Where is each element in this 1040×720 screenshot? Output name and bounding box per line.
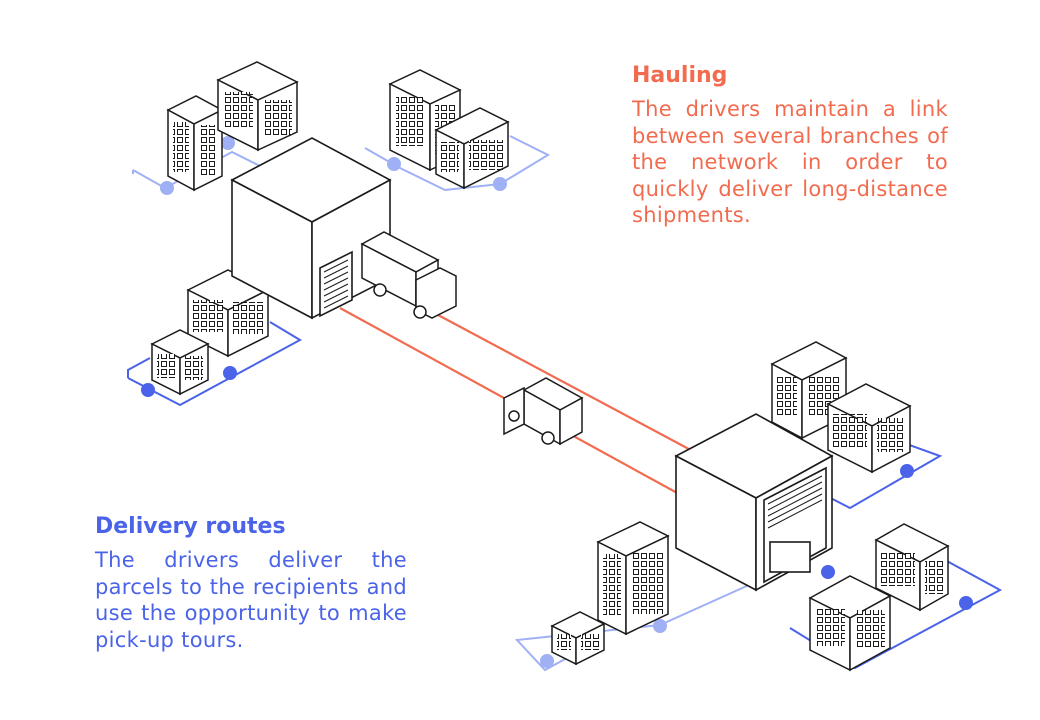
depot-right xyxy=(674,413,834,592)
route-stop-dot xyxy=(653,619,667,633)
route-stop-dot xyxy=(221,136,235,150)
route-stop-dot xyxy=(493,177,507,191)
office-building xyxy=(150,329,210,396)
truck-parked xyxy=(360,231,457,319)
hauling-title: Hauling xyxy=(632,63,728,88)
route-stop-dot xyxy=(223,366,237,380)
route-stop-dot xyxy=(387,157,401,171)
hauling-description: The drivers maintain a link between seve… xyxy=(632,97,948,227)
depot-left xyxy=(230,137,392,320)
delivery-title: Delivery routes xyxy=(95,514,286,539)
office-building xyxy=(874,523,950,612)
office-building xyxy=(808,575,892,672)
delivery-description: The drivers deliver the parcels to the r… xyxy=(95,548,407,652)
office-building xyxy=(596,521,670,636)
delivery-caption: Delivery routes The drivers deliver the … xyxy=(95,513,407,653)
office-building xyxy=(826,383,912,474)
route-stop-dot xyxy=(959,596,973,610)
office-building xyxy=(550,611,606,666)
route-stop-dot xyxy=(141,383,155,397)
truck-moving xyxy=(503,377,584,446)
hauling-caption: Hauling The drivers maintain a link betw… xyxy=(632,62,948,229)
office-building xyxy=(770,341,848,440)
office-building xyxy=(216,61,299,152)
parcel-boxes xyxy=(769,541,811,573)
loading-door xyxy=(319,250,353,318)
delivery-route-bottom xyxy=(514,579,761,672)
loading-door-open xyxy=(763,466,827,584)
route-stop-dot xyxy=(540,654,554,668)
route-stop-dot xyxy=(900,464,914,478)
office-building xyxy=(434,107,510,190)
route-stop-dot xyxy=(821,565,835,579)
route-stop-dot xyxy=(160,181,174,195)
office-building xyxy=(166,95,224,192)
